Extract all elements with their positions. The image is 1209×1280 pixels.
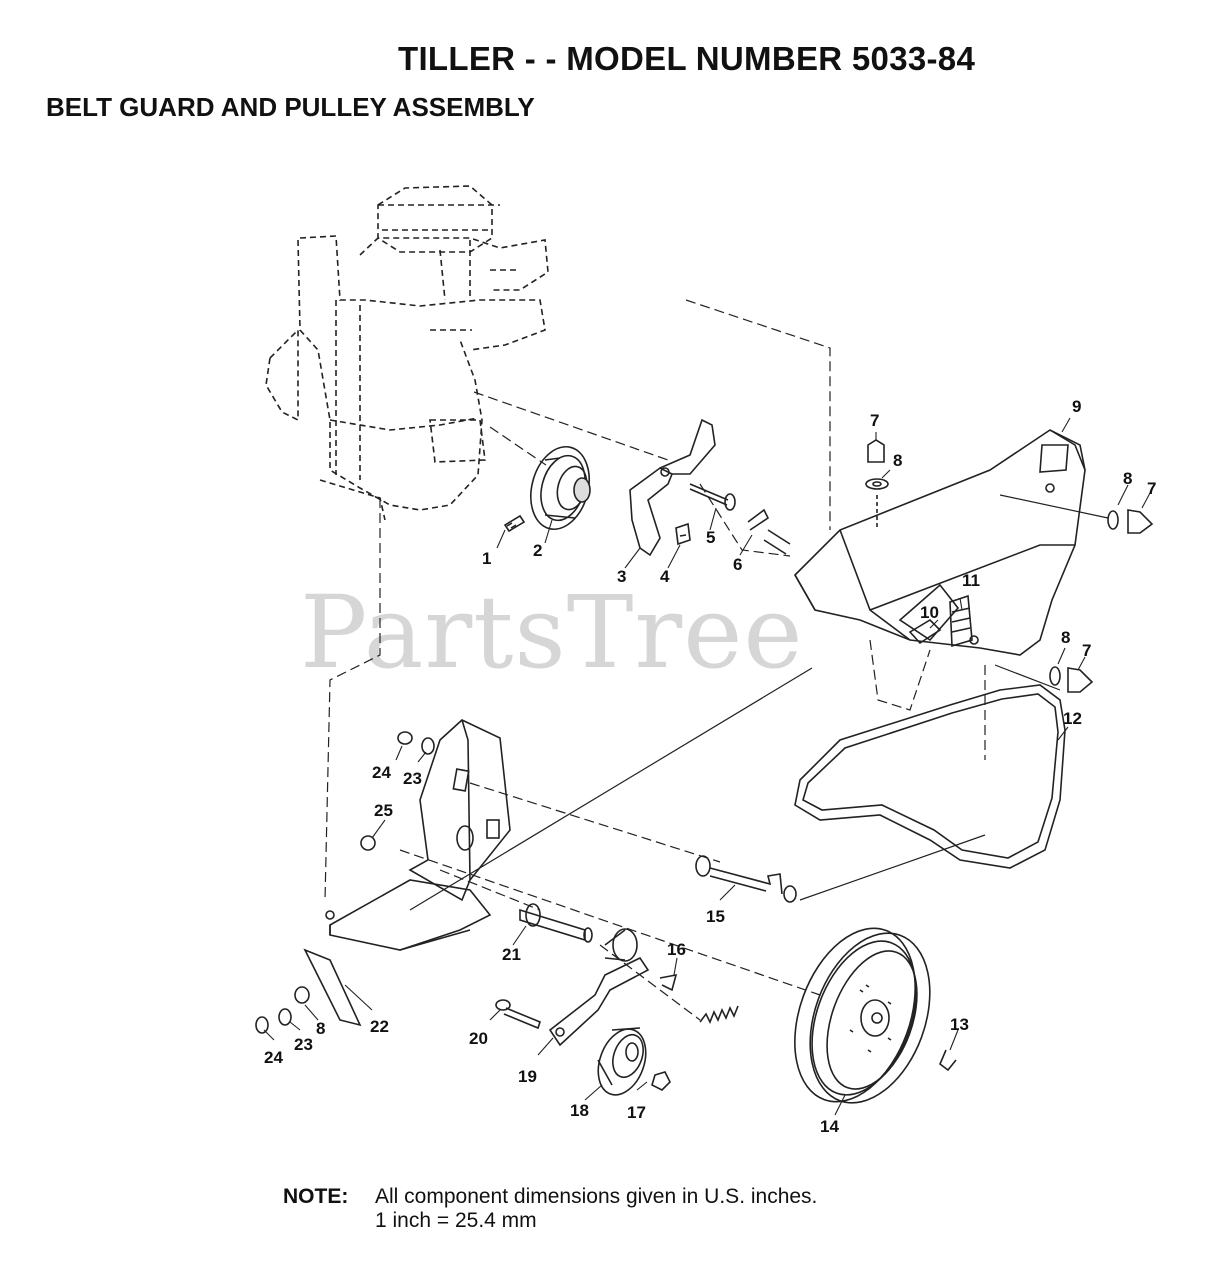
spring xyxy=(699,1005,739,1024)
callout-9: 9 xyxy=(1072,397,1081,416)
callout-8-right: 8 xyxy=(1123,469,1132,488)
callout-15: 15 xyxy=(706,907,725,926)
note-label: NOTE: xyxy=(283,1185,349,1208)
callout-numbers: 1 2 3 4 5 6 7 8 9 8 7 11 10 8 7 12 24 23… xyxy=(264,397,1156,1136)
callout-24-upper: 24 xyxy=(372,763,391,782)
callout-2: 2 xyxy=(533,541,542,560)
part-13-snap-ring xyxy=(939,1049,957,1072)
part-10-11-hardware xyxy=(908,594,973,648)
part-9-belt-guard xyxy=(794,429,1086,656)
long-leader-lines xyxy=(409,494,1109,911)
callout-7-mid: 7 xyxy=(1082,641,1091,660)
part-6-rod xyxy=(747,508,791,555)
part-15-idler-rod xyxy=(695,855,797,903)
callout-5: 5 xyxy=(706,528,715,547)
callout-leaders xyxy=(263,417,1151,1116)
part-16-clip xyxy=(659,973,678,992)
washers-23-24-25 xyxy=(255,731,435,1034)
callout-1: 1 xyxy=(482,549,491,568)
callout-24-lower: 24 xyxy=(264,1048,283,1067)
callout-14: 14 xyxy=(820,1117,839,1136)
note-line-2: 1 inch = 25.4 mm xyxy=(375,1209,537,1232)
callout-21: 21 xyxy=(502,945,521,964)
page-title: TILLER - - MODEL NUMBER 5033-84 xyxy=(398,40,976,77)
assembly-guide-lines xyxy=(324,299,986,1021)
part-20-bolt xyxy=(495,999,541,1030)
part-7-8-top-fasteners xyxy=(865,439,889,530)
callout-18: 18 xyxy=(570,1101,589,1120)
callout-3: 3 xyxy=(617,567,626,586)
callout-4: 4 xyxy=(660,567,670,586)
part-14-large-pulley xyxy=(794,927,931,1104)
page-subtitle: BELT GUARD AND PULLEY ASSEMBLY xyxy=(46,92,535,122)
watermark-text: PartsTree xyxy=(300,574,804,691)
part-2-engine-pulley xyxy=(530,445,591,531)
callout-22: 22 xyxy=(370,1017,389,1036)
callout-12: 12 xyxy=(1063,709,1082,728)
callout-17: 17 xyxy=(627,1103,646,1122)
note-block: NOTE: All component dimensions given in U… xyxy=(283,1185,817,1233)
engine-outline xyxy=(265,185,549,521)
part-7-8-right-fasteners xyxy=(1049,509,1154,693)
callout-23-upper: 23 xyxy=(403,769,422,788)
callout-13: 13 xyxy=(950,1015,969,1034)
callout-20: 20 xyxy=(469,1029,488,1048)
part-18-idler-pulley xyxy=(597,1027,647,1096)
callout-19: 19 xyxy=(518,1067,537,1086)
part-5-bolt xyxy=(689,483,736,511)
callout-23-lower: 23 xyxy=(294,1035,313,1054)
callout-8-top: 8 xyxy=(893,451,902,470)
callout-16: 16 xyxy=(667,940,686,959)
part-21-shaft xyxy=(519,903,593,943)
callout-25: 25 xyxy=(374,801,393,820)
part-12-belt xyxy=(794,684,1066,869)
part-22-bracket-plate xyxy=(303,719,511,1027)
callout-6: 6 xyxy=(733,555,742,574)
note-line-1: All component dimensions given in U.S. i… xyxy=(375,1185,818,1208)
part-4-bolt xyxy=(675,522,691,546)
part-17-nut xyxy=(651,1071,671,1091)
callout-8-mid: 8 xyxy=(1061,628,1070,647)
part-1-setscrew xyxy=(503,514,526,533)
callout-7-top: 7 xyxy=(870,411,879,430)
part-3-bracket xyxy=(629,418,716,557)
part-19-idler-arm xyxy=(548,928,650,1047)
callout-7-right: 7 xyxy=(1147,479,1156,498)
callout-11: 11 xyxy=(962,571,980,590)
callout-10: 10 xyxy=(920,603,939,622)
callout-8-left: 8 xyxy=(316,1019,325,1038)
